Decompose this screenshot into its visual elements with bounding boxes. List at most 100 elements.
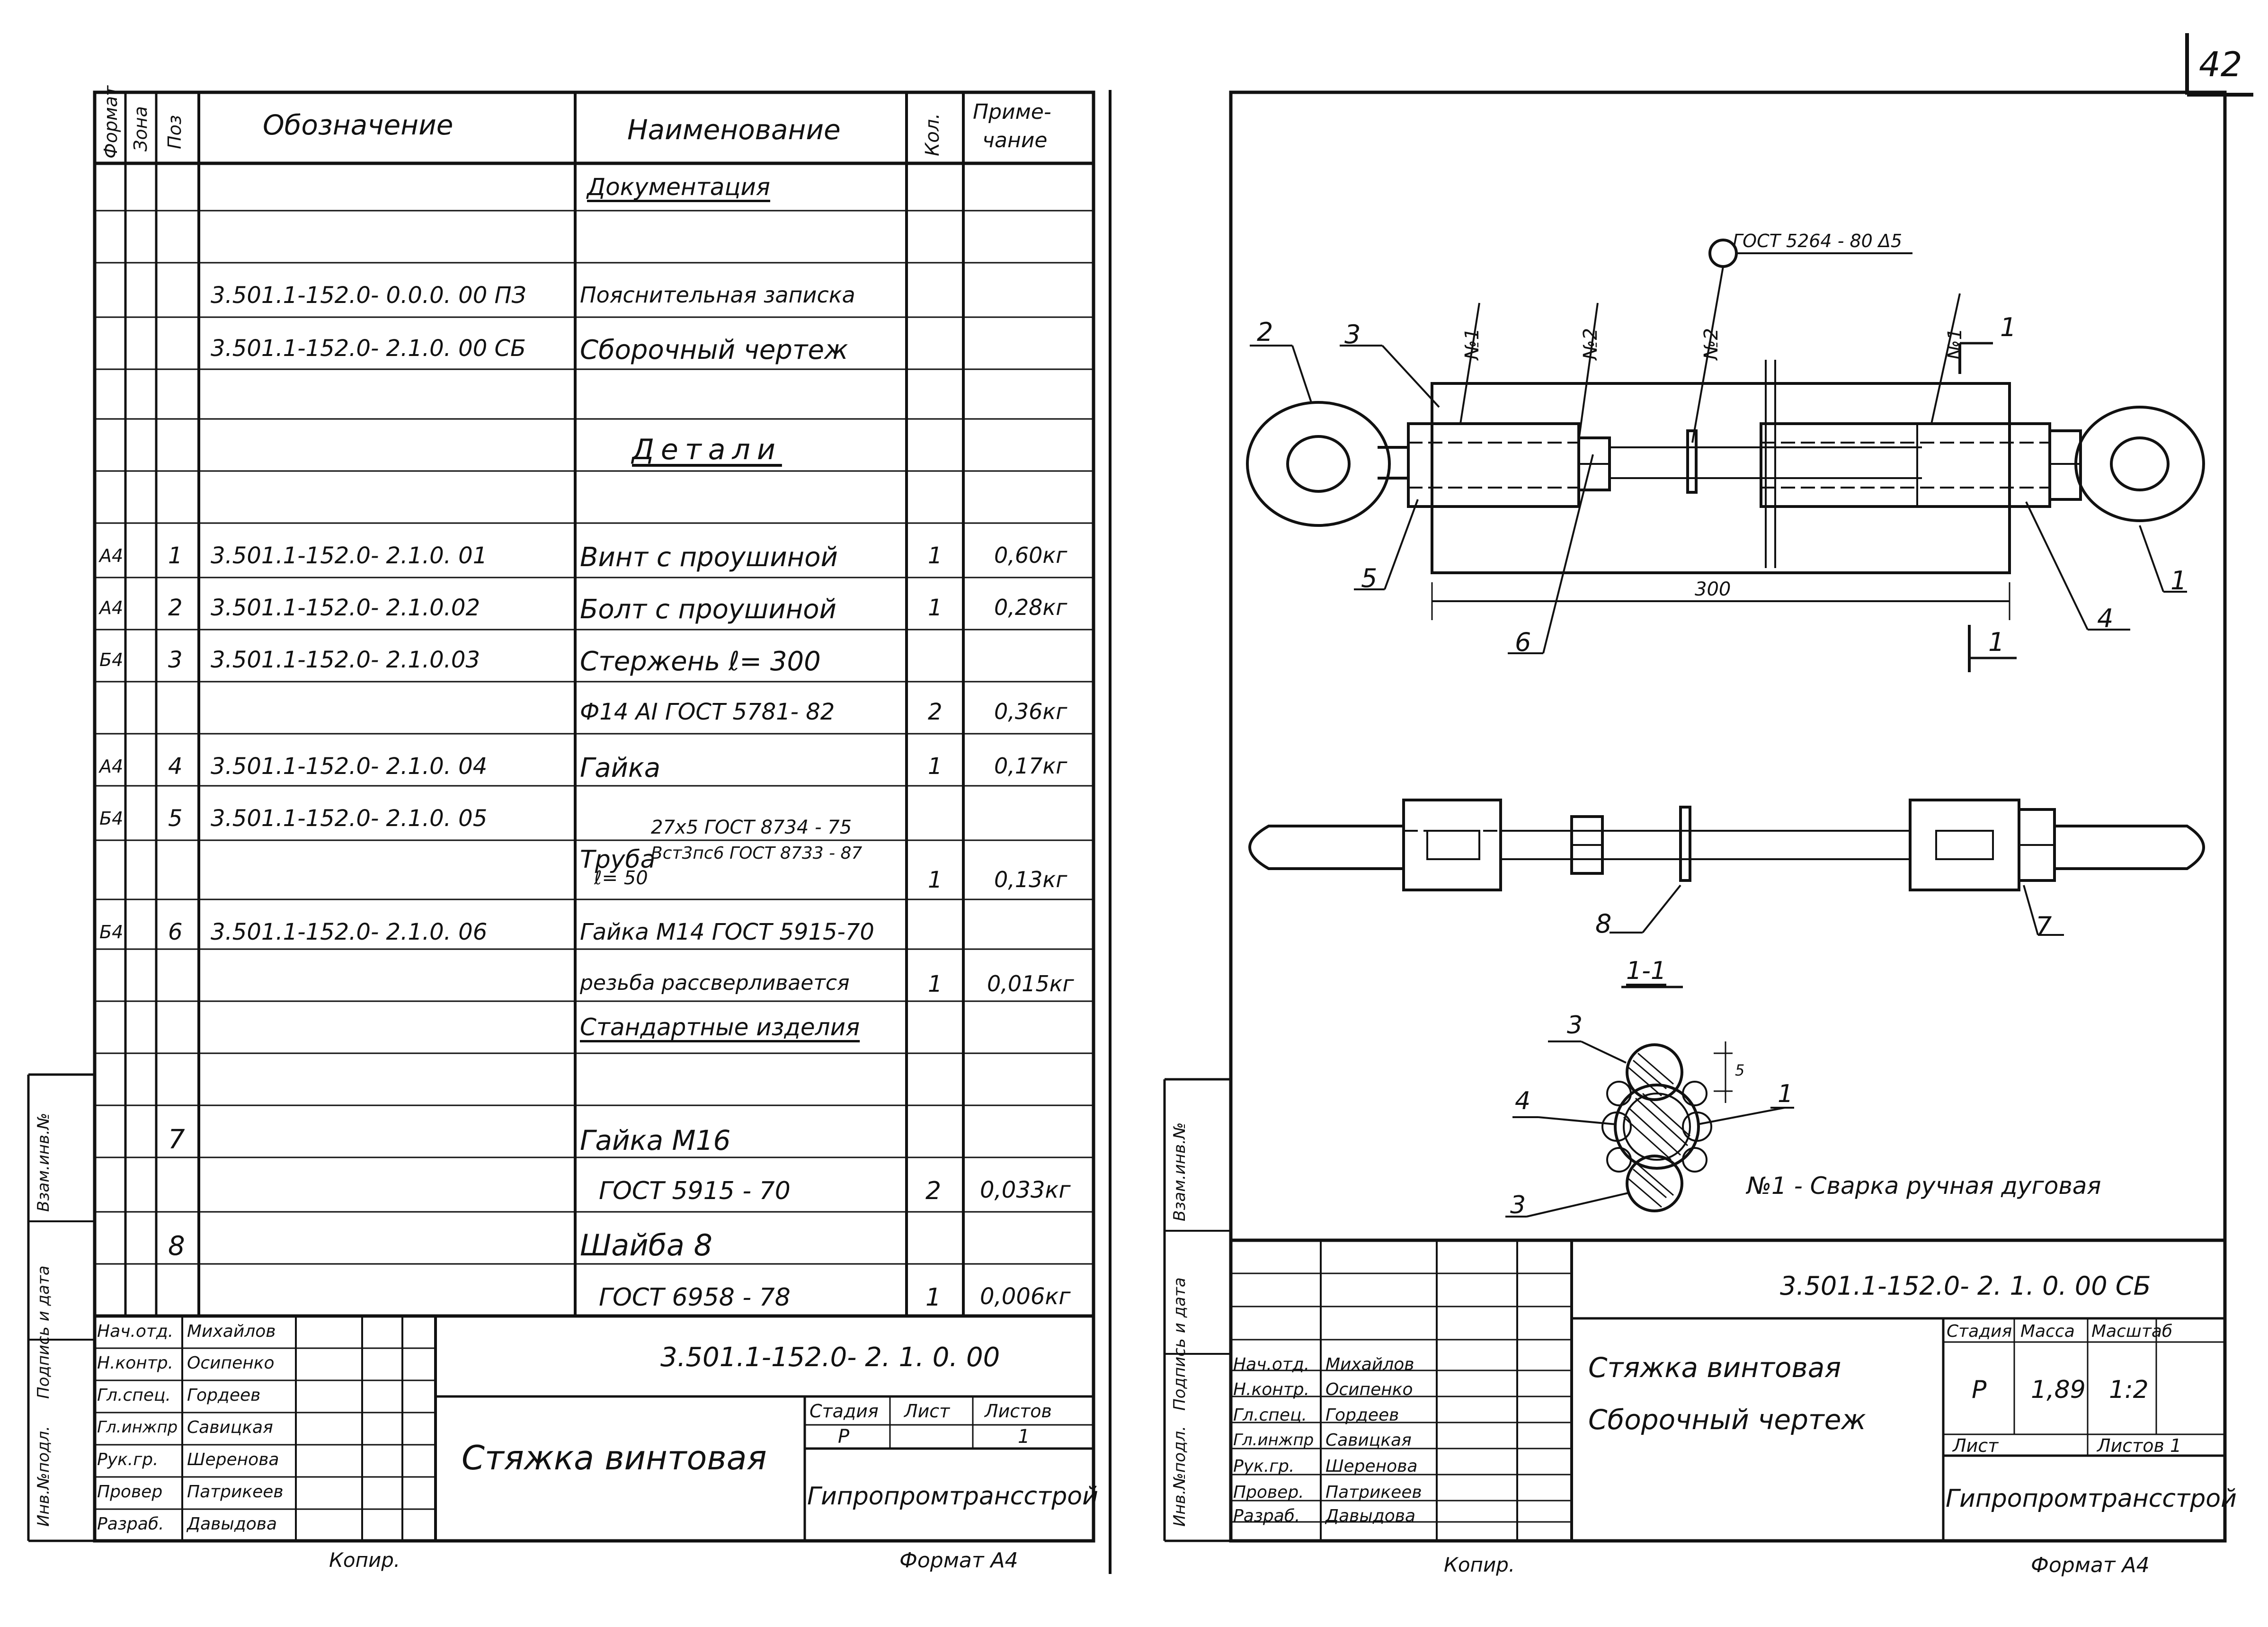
tb-name: Давыдова — [1325, 1506, 1416, 1526]
row-name: Гайка М14 ГОСТ 5915-70 — [580, 919, 874, 945]
row-name: Болт с проушиной — [580, 594, 836, 625]
row-designation: 3.501.1-152.0- 2.1.0.02 — [211, 595, 480, 621]
row-pos: 6 — [168, 919, 183, 945]
tb-role: Н.контр. — [1233, 1380, 1310, 1399]
tb-sheets-label: Листов 1 — [2097, 1435, 2182, 1456]
row-name: Стержень ℓ= 300 — [580, 646, 821, 677]
row-pos: 5 — [168, 805, 183, 832]
weld-note: №1 - Сварка ручная дуговая — [1747, 1172, 2101, 1200]
tb-org: Гипропромтрансстрой — [807, 1482, 1098, 1511]
side-inv: Инв.№подл. — [34, 1426, 53, 1527]
section-standard: Стандартные изделия — [580, 1014, 860, 1041]
assembly-plan — [1248, 799, 2205, 936]
header-qty: Кол. — [922, 113, 943, 156]
row-format: Б4 — [99, 808, 124, 829]
tb-role: Провер. — [1233, 1483, 1304, 1502]
pipe-prefix: Труба — [580, 845, 656, 874]
tb-sheets: 1 — [1018, 1426, 1030, 1448]
row-pos: 3 — [168, 647, 183, 673]
section-dim: 5 — [1735, 1061, 1745, 1079]
section-details: Детали — [632, 433, 782, 466]
tb-title: Стяжка винтовая — [462, 1439, 767, 1477]
row-name: Пояснительная записка — [580, 282, 855, 308]
row-designation: 3.501.1-152.0- 2.1.0. 00 СБ — [211, 335, 526, 362]
tb-stage-label: Стадия — [809, 1401, 879, 1422]
tb-doc-number: 3.501.1-152.0- 2. 1. 0. 00 СБ — [1780, 1271, 2151, 1301]
footer-copy: Копир. — [1444, 1553, 1515, 1576]
tb-role: Гл.спец. — [97, 1386, 171, 1405]
row-name: Сборочный чертеж — [580, 335, 848, 365]
tb-sheet-label: Лист — [904, 1401, 950, 1422]
row-format: А4 — [99, 545, 124, 566]
tb-sheets-label: Листов — [985, 1401, 1052, 1422]
tb-title-2: Сборочный чертеж — [1588, 1404, 1866, 1436]
tb-sheet-label: Лист — [1953, 1435, 1999, 1456]
weld-mark: №1 — [1461, 328, 1483, 360]
row-name: Винт с проушиной — [580, 542, 838, 573]
section-documentation: Документация — [587, 173, 770, 201]
row-name: ГОСТ 6958 - 78 — [599, 1283, 791, 1312]
tb-name: Шеренова — [1325, 1457, 1418, 1476]
tb-name: Михайлов — [187, 1322, 276, 1341]
callout-1: 1 — [2170, 566, 2187, 596]
pipe-line-3: ℓ= 50 — [594, 867, 648, 889]
callout-8: 8 — [1595, 909, 1612, 939]
tb-role: Нач.отд. — [1233, 1355, 1310, 1374]
tb-org: Гипропромтрансстрой — [1946, 1485, 2237, 1513]
tb-role: Провер — [97, 1482, 163, 1502]
weld-mark: №2 — [1580, 328, 1601, 360]
header-designation: Обозначение — [263, 109, 454, 141]
header-zone: Зона — [130, 106, 151, 151]
tb-name: Осипенко — [1325, 1380, 1413, 1399]
row-designation: 3.501.1-152.0- 2.1.0.03 — [211, 647, 480, 673]
tb-role: Гл.инжпр — [97, 1418, 178, 1437]
tb-stage: Р — [1972, 1376, 1987, 1404]
tb-role: Н.контр. — [97, 1353, 174, 1373]
tb-name: Гордеев — [1325, 1405, 1399, 1425]
tb-role: Разраб. — [1233, 1506, 1300, 1526]
row-qty: 1 — [928, 542, 943, 569]
row-note: 0,033кг — [980, 1177, 1071, 1203]
row-format: Б4 — [99, 922, 124, 942]
tb-stage: Р — [838, 1426, 850, 1448]
section-mark-top: 1 — [2000, 312, 2017, 342]
header-format: Формат — [100, 85, 121, 159]
row-name: резьба рассверливается — [580, 971, 850, 995]
row-note: 0,17кг — [994, 753, 1067, 779]
section-callout-3-top: 3 — [1567, 1011, 1583, 1040]
footer-copy: Копир. — [329, 1548, 400, 1572]
row-qty: 1 — [925, 1283, 942, 1312]
side-replace-inv: Взам.инв.№ — [1170, 1122, 1189, 1221]
row-pos: 2 — [168, 595, 183, 621]
callout-3: 3 — [1344, 320, 1361, 349]
row-note: 0,36кг — [994, 699, 1067, 724]
row-note: 0,13кг — [994, 867, 1067, 892]
tb-role: Рук.гр. — [1233, 1457, 1295, 1476]
tb-name: Гордеев — [187, 1386, 261, 1405]
weld-symbol: ГОСТ 5264 - 80 Δ5 — [1733, 231, 1903, 251]
section-title: 1-1 — [1626, 957, 1666, 985]
weld-mark: №2 — [1700, 328, 1722, 360]
side-inv: Инв.№подл. — [1170, 1426, 1189, 1527]
row-pos: 4 — [168, 753, 183, 780]
tb-name: Шеренова — [187, 1450, 279, 1469]
tb-mass: 1,89 — [2031, 1376, 2086, 1404]
tb-name: Патрикеев — [1325, 1483, 1422, 1502]
row-name: Ф14 АI ГОСТ 5781- 82 — [580, 699, 835, 725]
callout-7: 7 — [2036, 911, 2052, 941]
row-qty: 1 — [928, 595, 943, 621]
row-name: ГОСТ 5915 - 70 — [599, 1177, 791, 1205]
pipe-line-2: Вст3пс6 ГОСТ 8733 - 87 — [651, 844, 863, 863]
callout-5: 5 — [1361, 563, 1378, 593]
tb-role: Нач.отд. — [97, 1322, 174, 1341]
side-replace-inv: Взам.инв.№ — [34, 1112, 53, 1212]
tb-mass-label: Масса — [2020, 1322, 2075, 1341]
row-note: 0,60кг — [994, 542, 1067, 568]
header-note-2: чание — [982, 128, 1048, 152]
row-designation: 3.501.1-152.0- 2.1.0. 01 — [211, 542, 488, 569]
row-designation: 3.501.1-152.0- 2.1.0. 06 — [211, 919, 488, 945]
row-name: Гайка — [580, 753, 661, 783]
row-format: Б4 — [99, 649, 124, 670]
side-sign-date: Подпись и дата — [34, 1265, 53, 1399]
